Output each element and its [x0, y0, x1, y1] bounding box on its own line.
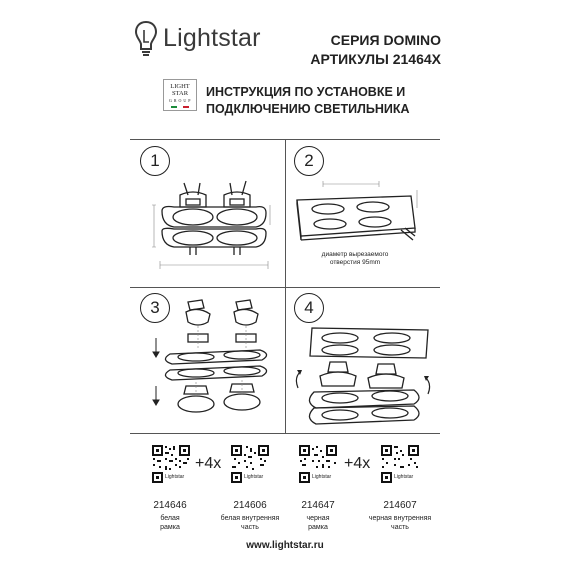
step-2-drawing	[296, 181, 418, 241]
step-1-drawing	[152, 180, 271, 269]
series-title: СЕРИЯ DOMINO АРТИКУЛЫ 21464X	[310, 31, 441, 69]
series-line-1: СЕРИЯ DOMINO	[330, 32, 441, 48]
step-4-number: 4	[294, 293, 324, 323]
cutout-note-line-2: отверстия 95mm	[329, 259, 381, 266]
instruction-line-2: ПОДКЛЮЧЕНИЮ СВЕТИЛЬНИКА	[206, 102, 410, 116]
product-desc-line-2: рамка	[308, 524, 328, 531]
qr-code-214646	[151, 444, 191, 484]
bulb-icon	[134, 20, 158, 56]
product-desc-line-1: белая внутренняя	[220, 515, 280, 522]
product-code: 214646	[153, 500, 187, 511]
brand-name: Lightstar	[163, 24, 261, 52]
product-desc-line-1: черная внутренняя	[368, 515, 432, 522]
instruction-title: ИНСТРУКЦИЯ ПО УСТАНОВКЕ И ПОДКЛЮЧЕНИЮ СВ…	[206, 84, 410, 118]
qr-caption-3: Lightstar	[312, 474, 332, 480]
step-3-number: 3	[140, 293, 170, 323]
product-214606: 214606 белая внутренняя часть	[210, 500, 290, 532]
product-desc-line-2: рамка	[160, 524, 180, 531]
flag-icon	[171, 106, 189, 108]
product-code: 214647	[301, 500, 335, 511]
step-3-drawing	[152, 299, 268, 413]
product-desc-line-2: часть	[241, 524, 259, 531]
product-desc-line-1: черная	[306, 515, 330, 522]
multiplier-1: +4x	[195, 455, 222, 472]
qr-caption-4: Lightstar	[394, 474, 414, 480]
product-214646: 214646 белая рамка	[140, 500, 200, 532]
step-1-number: 1	[140, 146, 170, 176]
product-code: 214606	[233, 500, 267, 511]
badge-line-2: STAR	[171, 90, 189, 97]
product-desc-line-1: белая	[160, 515, 180, 522]
grid-line-center	[285, 139, 286, 433]
lightstar-group-badge: LIGHT STAR G R O U P	[163, 79, 197, 111]
product-214607: 214607 черная внутренняя часть	[360, 500, 440, 532]
badge-line-1: LIGHT	[170, 83, 190, 90]
qr-caption-2: Lightstar	[244, 474, 264, 480]
product-desc-line-2: часть	[391, 524, 409, 531]
step-2-number: 2	[294, 146, 324, 176]
multiplier-2: +4x	[344, 455, 371, 472]
series-line-2: АРТИКУЛЫ 21464X	[310, 51, 441, 67]
grid-line-bottom	[130, 433, 440, 434]
step-4-drawing	[295, 327, 431, 425]
cutout-note-line-1: диаметр вырезаемого	[321, 251, 389, 258]
qr-code-214607	[380, 444, 420, 484]
step-2-note: диаметр вырезаемого отверстия 95mm	[300, 251, 410, 267]
qr-code-214647	[298, 444, 338, 484]
website-link[interactable]: www.lightstar.ru	[246, 540, 324, 551]
product-214647: 214647 черная рамка	[288, 500, 348, 532]
product-code: 214607	[383, 500, 417, 511]
instruction-line-1: ИНСТРУКЦИЯ ПО УСТАНОВКЕ И	[206, 85, 406, 99]
qr-code-214606	[230, 444, 270, 484]
badge-group: G R O U P	[168, 98, 192, 103]
qr-caption-1: Lightstar	[165, 474, 185, 480]
